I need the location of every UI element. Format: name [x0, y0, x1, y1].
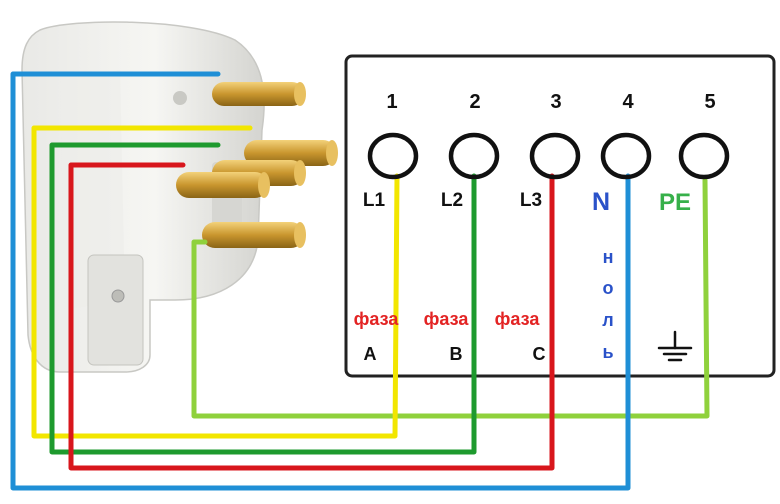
terminal-rings	[367, 132, 730, 180]
terminal-label-pe: PE	[659, 189, 691, 216]
svg-text:н: н	[603, 247, 614, 267]
pin-2	[244, 140, 338, 166]
terminal-ring-4	[600, 132, 652, 180]
phase-word-a: фаза	[354, 309, 400, 329]
terminal-ring-1	[367, 132, 419, 180]
phase-letter-c: C	[533, 344, 546, 364]
phase-word-c: фаза	[495, 309, 541, 329]
wire-n	[10, 71, 631, 491]
wire-l1	[31, 125, 400, 439]
terminal-ring-5	[678, 132, 730, 180]
terminal-number-1: 1	[386, 91, 397, 113]
plug-pins	[176, 82, 338, 248]
terminal-number-5: 5	[704, 91, 715, 113]
phase-word-b: фаза	[424, 309, 470, 329]
svg-text:л: л	[602, 310, 613, 330]
terminal-ring-3	[529, 132, 581, 180]
wire-pe	[191, 177, 710, 419]
wire-l3	[68, 162, 555, 471]
terminal-number-2: 2	[469, 91, 480, 113]
wires	[10, 71, 710, 491]
terminal-label-l1: L1	[363, 190, 386, 211]
phase-letter-b: B	[450, 344, 463, 364]
wire-l2	[49, 142, 477, 455]
terminal-label-l3: L3	[520, 190, 542, 211]
terminal-ring-2	[448, 132, 500, 180]
terminal-number-3: 3	[550, 91, 561, 113]
terminal-box	[344, 54, 776, 378]
svg-text:ь: ь	[602, 342, 613, 362]
terminal-number-4: 4	[622, 91, 634, 113]
terminal-label-l2: L2	[441, 190, 463, 211]
terminal-label-n: N	[592, 188, 610, 216]
svg-text:о: о	[603, 278, 614, 298]
neutral-vertical-label: н о л ь	[602, 247, 613, 362]
phase-letter-a: A	[364, 344, 377, 364]
pin-1	[212, 82, 306, 106]
pin-5	[202, 222, 306, 248]
pin-4	[176, 172, 270, 198]
ground-icon	[657, 330, 693, 362]
